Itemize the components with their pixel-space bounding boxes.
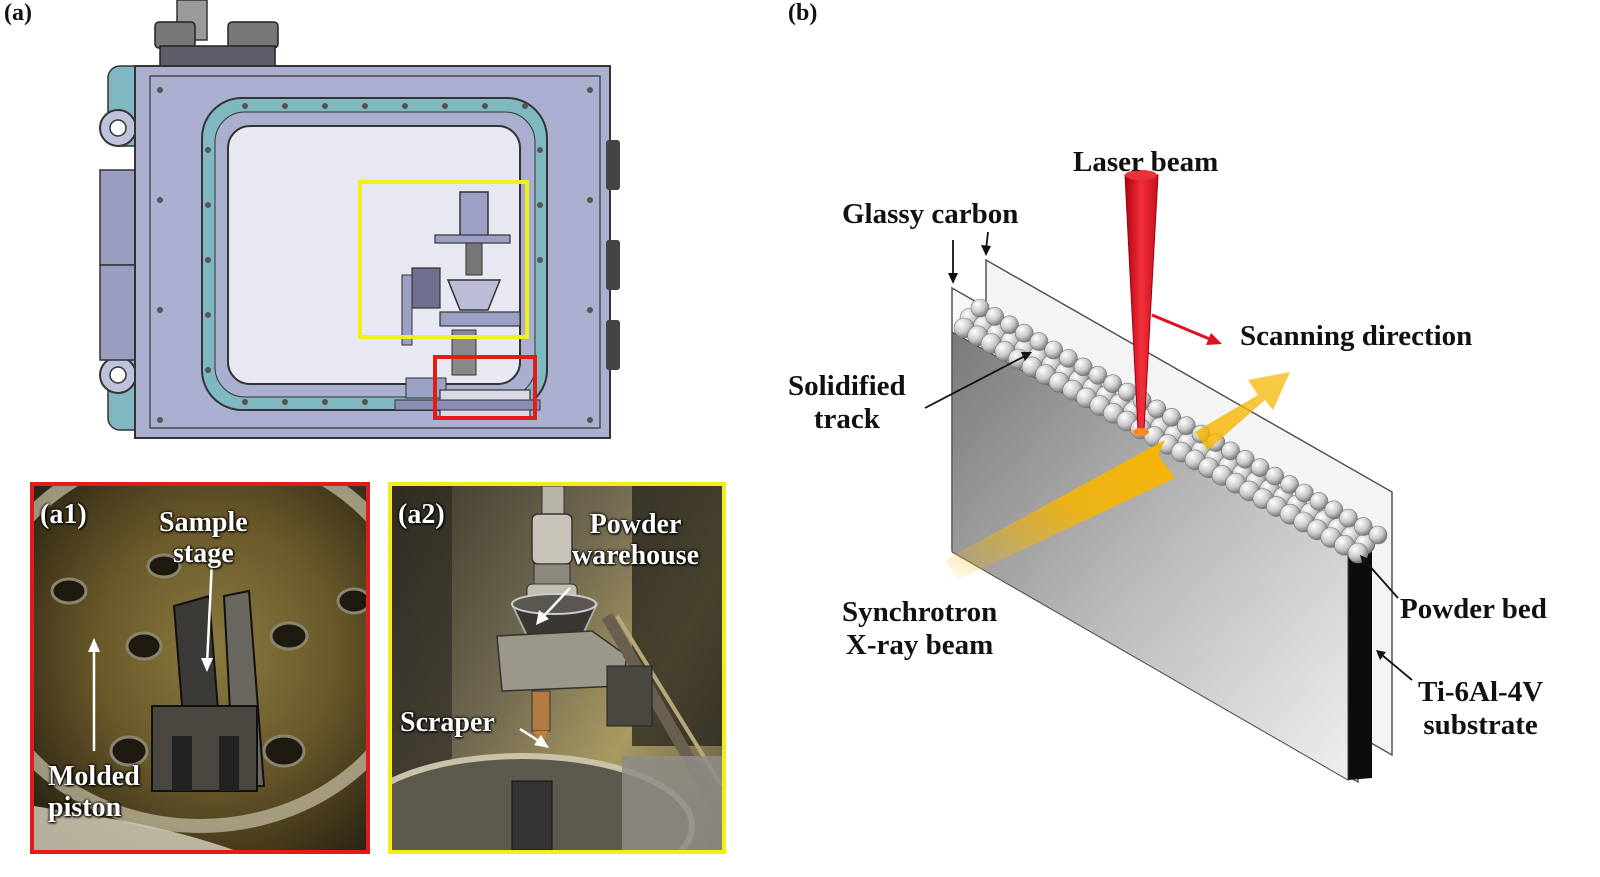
glassy-carbon-label: Glassy carbon — [842, 198, 1019, 230]
laser-beam-label: Laser beam — [1073, 146, 1219, 178]
powder-particle — [1103, 374, 1123, 394]
molded-piston-label: Molded piston — [48, 761, 140, 823]
powder-particle — [1177, 416, 1196, 436]
powder-particle — [1294, 483, 1314, 503]
powder-particle — [1339, 508, 1358, 528]
powder-particle — [1000, 315, 1019, 335]
powder-particle — [1059, 349, 1078, 368]
powder-warehouse-label: Powder warehouse — [572, 509, 700, 571]
powder-particle — [985, 307, 1004, 326]
panel-a1-tag: (a1) — [40, 499, 87, 530]
panel-b-tag: (b) — [788, 0, 818, 26]
powder-particle — [1265, 466, 1285, 486]
panel-a2-tag: (a2) — [398, 499, 445, 530]
solidified-track-label: Solidified track — [788, 370, 906, 436]
scanning-direction-label: Scanning direction — [1240, 320, 1473, 352]
powder-particle — [1147, 399, 1167, 419]
panel-a-tag: (a) — [4, 0, 32, 26]
photo-a2: (a2) Powder warehouse Scraper — [388, 482, 726, 854]
powder-particle — [970, 298, 990, 318]
powder-particle — [1324, 500, 1344, 520]
powder-particle — [1353, 517, 1373, 536]
powder-particle — [1221, 441, 1240, 461]
powder-particle — [1073, 357, 1093, 377]
substrate-label: Ti-6Al-4V substrate — [1418, 676, 1544, 742]
powder-particle — [1162, 407, 1181, 427]
scraper-label: Scraper — [400, 707, 495, 738]
powder-particle — [1044, 340, 1064, 360]
powder-particle — [1088, 365, 1108, 385]
photo-a1: (a1) Sample stage Molded piston — [30, 482, 370, 854]
powder-particle — [1235, 449, 1255, 469]
sample-stage-label: Sample stage — [159, 507, 248, 569]
powder-particle — [1368, 525, 1388, 545]
powder-particle — [1309, 492, 1329, 511]
synchrotron-label: Synchrotron X-ray beam — [842, 596, 998, 662]
powder-particle — [1250, 458, 1270, 478]
powder-bed-label: Powder bed — [1400, 593, 1547, 625]
chamber-drawing — [99, 0, 620, 439]
powder-particle — [1280, 475, 1299, 494]
synchrotron-schematic — [924, 170, 1413, 784]
powder-particle — [1029, 332, 1049, 351]
powder-particle — [1014, 323, 1034, 343]
